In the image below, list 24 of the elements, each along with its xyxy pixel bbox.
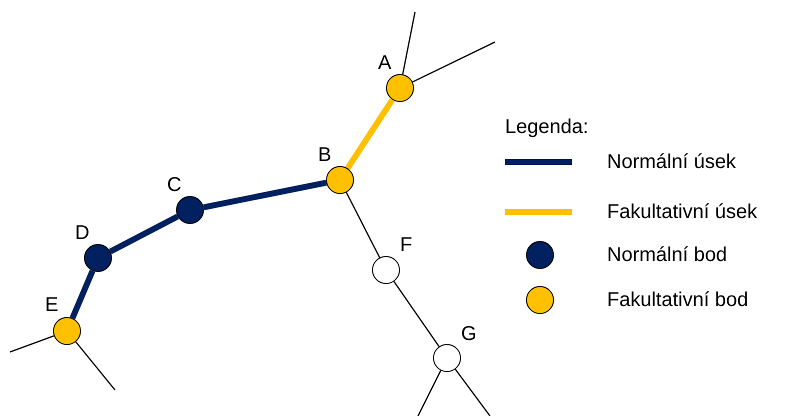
legend-label: Fakultativní bod (607, 290, 748, 310)
connector-line (345, 98, 395, 170)
legend-label: Normální bod (607, 245, 728, 265)
connector-line (412, 41, 496, 82)
connector-line (454, 368, 491, 416)
connector-line (203, 180, 327, 210)
point-label: A (378, 53, 392, 73)
point-label: C (167, 175, 182, 195)
connector-line (346, 192, 380, 258)
point-label: G (461, 324, 477, 344)
connector-line (70, 270, 96, 320)
connector-line (417, 370, 442, 416)
connector-line (75, 341, 116, 390)
point-label: E (45, 295, 58, 315)
connector-line (109, 214, 179, 254)
point-label: B (318, 145, 332, 165)
legend-label: Normální úsek (607, 152, 736, 172)
connector-line (10, 335, 54, 353)
legend-title: Legenda: (505, 117, 588, 137)
connector-line (402, 12, 416, 74)
point-label: D (75, 223, 90, 243)
point-label: F (400, 235, 412, 255)
legend-label: Fakultativní úsek (607, 202, 758, 222)
connector-line (393, 281, 440, 347)
